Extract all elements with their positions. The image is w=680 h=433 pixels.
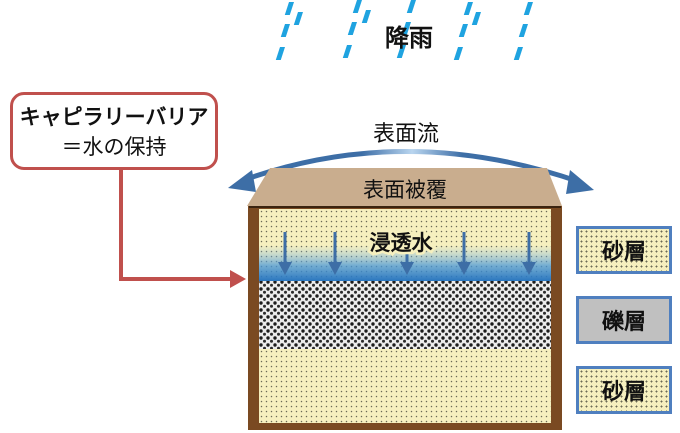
legend-sand-top-label: 砂層 bbox=[601, 240, 646, 265]
legend-sand-top: 砂層 bbox=[576, 226, 672, 274]
gravel-layer bbox=[259, 281, 551, 349]
callout-title: キャピラリーバリア bbox=[19, 105, 209, 129]
capillary-barrier-callout: キャピラリーバリア ＝水の保持 bbox=[10, 92, 218, 170]
legend-sand-bottom-label: 砂層 bbox=[601, 380, 646, 405]
infiltration-label: 浸透水 bbox=[370, 231, 434, 255]
surface-cover-label: 表面被覆 bbox=[363, 178, 447, 202]
surface-runoff-label: 表面流 bbox=[373, 122, 439, 147]
callout-arrowhead-icon bbox=[230, 270, 246, 288]
callout-connector-arrow bbox=[119, 170, 246, 288]
legend-gravel: 礫層 bbox=[576, 296, 672, 344]
infiltration-arrows bbox=[278, 232, 536, 275]
legend-sand-bottom: 砂層 bbox=[576, 366, 672, 414]
runoff-left-arrowhead-icon bbox=[228, 170, 256, 192]
callout-subtitle: ＝水の保持 bbox=[61, 135, 167, 159]
legend-gravel-label: 礫層 bbox=[601, 310, 646, 335]
surface-cover bbox=[247, 168, 562, 206]
runoff-right-arrowhead-icon bbox=[566, 170, 594, 194]
rain-drops bbox=[275, 0, 533, 60]
sand-layer-bottom bbox=[259, 349, 551, 423]
rain-label: 降雨 bbox=[385, 24, 433, 52]
